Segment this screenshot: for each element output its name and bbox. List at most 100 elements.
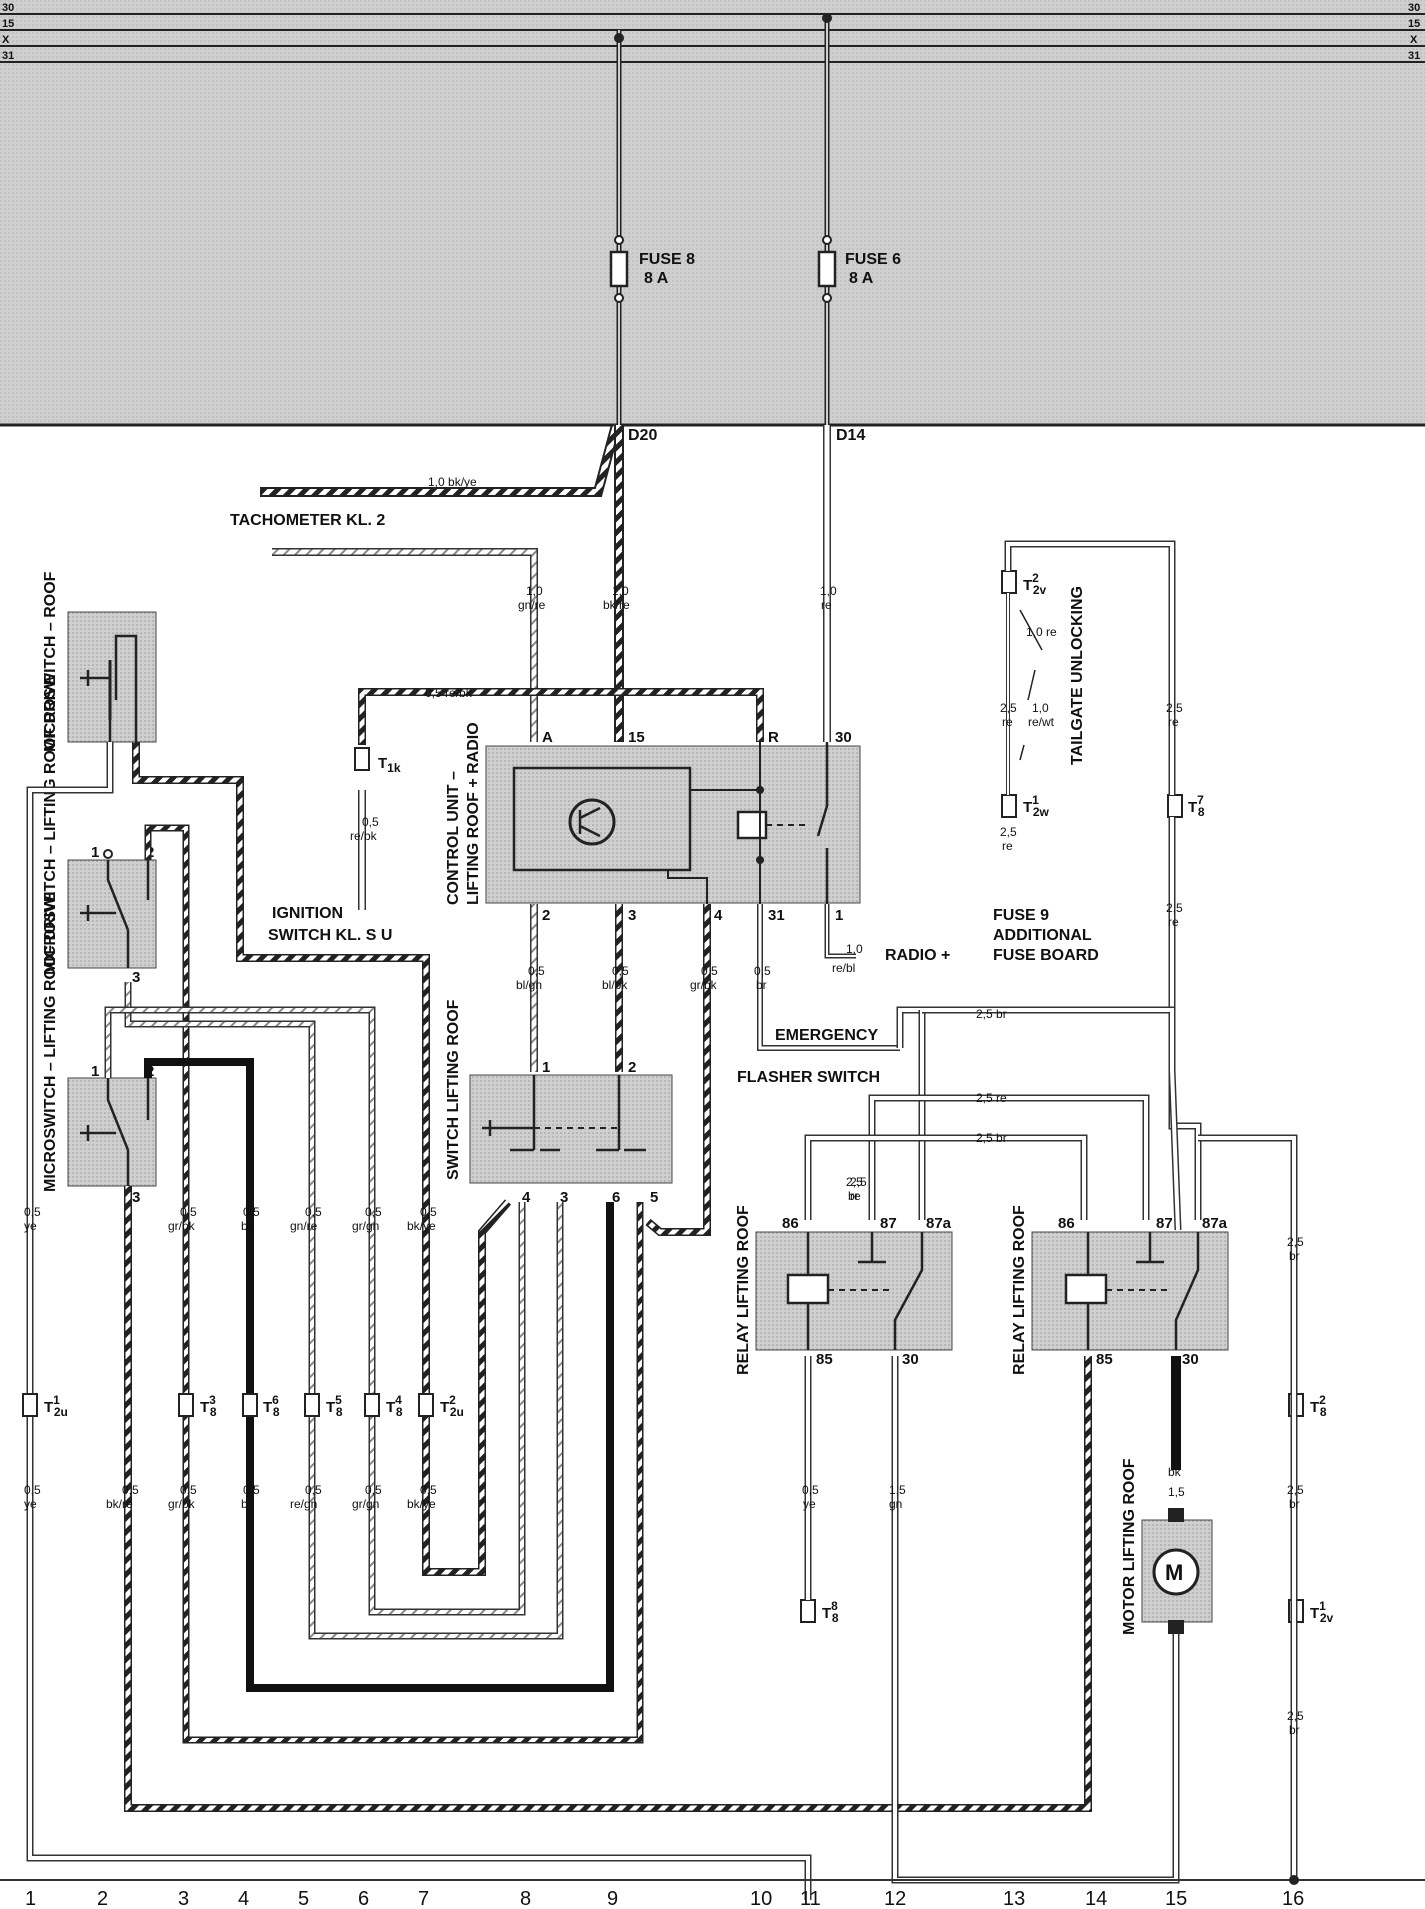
wl-2-5-re-mid: 2,5 re xyxy=(976,1091,1007,1105)
cu-pin-a: A xyxy=(542,729,553,746)
wire-tachometer xyxy=(260,423,621,497)
wl-col15-bk: bk xyxy=(1168,1465,1182,1479)
motor-label: MOTOR LIFTING ROOF xyxy=(1121,1458,1138,1635)
col-num-5: 5 xyxy=(298,1888,309,1909)
bus-label-left-x: X xyxy=(2,34,10,46)
bus-label-left-15: 15 xyxy=(2,18,14,30)
relay1-pin-85: 85 xyxy=(816,1351,833,1368)
control-unit-label-2: LIFTING ROOF + RADIO xyxy=(465,722,482,905)
wl-relay-2-5-br: 2,5 xyxy=(846,1175,863,1189)
cu-pin-4: 4 xyxy=(714,907,723,924)
msd-lower-pin-1: 1 xyxy=(91,1063,99,1080)
conn-t1k: T1k xyxy=(378,755,401,775)
col-num-14: 14 xyxy=(1085,1888,1107,1909)
wl-2-5-br-low: 2,5 br xyxy=(976,1131,1007,1145)
relay2-pin-86: 86 xyxy=(1058,1215,1075,1232)
radio-label: RADIO + xyxy=(885,947,950,964)
relay2-pin-30: 30 xyxy=(1182,1351,1199,1368)
relay1-pin-87a: 87a xyxy=(926,1215,952,1232)
microswitch-roof xyxy=(67,611,157,743)
relay1-pin-87: 87 xyxy=(880,1215,897,1232)
wl-col15-1-5: 1,5 xyxy=(1168,1485,1185,1499)
col-num-15: 15 xyxy=(1165,1888,1187,1909)
microswitch-drive-lower xyxy=(67,1077,157,1187)
col-num-8: 8 xyxy=(520,1888,531,1909)
control-unit-label-1: CONTROL UNIT – xyxy=(445,771,462,905)
fuse-panel-texture xyxy=(0,0,1425,425)
radio-wire-color: re/bl xyxy=(832,961,855,975)
msd-upper-pin-1: 1 xyxy=(91,844,99,861)
tachometer-wire-label: 1,0 bk/ye xyxy=(428,475,477,489)
ignition-label-2: SWITCH KL. S U xyxy=(268,927,392,944)
fuse9-label-3: FUSE BOARD xyxy=(993,947,1099,964)
left-wiring xyxy=(26,742,1092,1900)
fuse9-label-1: FUSE 9 xyxy=(993,907,1049,924)
bus-label-right-31: 31 xyxy=(1408,50,1420,62)
motor-symbol: M xyxy=(1165,1560,1183,1585)
microswitch-drive-label-upper: MICROSWITCH – LIFTING ROOF DRIVE xyxy=(42,674,59,975)
col-num-10: 10 xyxy=(750,1888,772,1909)
bus-label-left-30: 30 xyxy=(2,2,14,14)
bus-label-right-30: 30 xyxy=(1408,2,1420,14)
fuse-6-rating: 8 A xyxy=(849,270,874,287)
bus-label-left-31: 31 xyxy=(2,50,14,62)
wires-cu-to-switch xyxy=(530,904,900,1236)
switch-pin-3: 3 xyxy=(560,1189,568,1206)
fuse9-label-2: ADDITIONAL xyxy=(993,927,1092,944)
radio-wire-gauge: 1,0 xyxy=(846,942,863,956)
col-num-9: 9 xyxy=(607,1888,618,1909)
col-num-4: 4 xyxy=(238,1888,249,1909)
switch-pin-6: 6 xyxy=(612,1189,620,1206)
switch-lifting-roof xyxy=(469,1074,673,1184)
col-num-13: 13 xyxy=(1003,1888,1025,1909)
cu-pin-3: 3 xyxy=(628,907,636,924)
col-num-6: 6 xyxy=(358,1888,369,1909)
fuse-8-rating: 8 A xyxy=(644,270,669,287)
relay2-pin-87a: 87a xyxy=(1202,1215,1228,1232)
relay1-label: RELAY LIFTING ROOF xyxy=(735,1205,752,1375)
col-num-7: 7 xyxy=(418,1888,429,1909)
switch-pin-2: 2 xyxy=(628,1059,636,1076)
cu-pin-1: 1 xyxy=(835,907,843,924)
right-wiring xyxy=(804,540,1298,1884)
microswitch-roof-label: MICROSWITCH – ROOF xyxy=(42,571,59,752)
bus-label-right-x: X xyxy=(1410,34,1418,46)
msd-lower-pin-3: 3 xyxy=(132,1189,140,1206)
wire-gn-re xyxy=(272,548,538,742)
cu-pin-15: 15 xyxy=(628,729,645,746)
wl-2-5-br-top: 2,5 br xyxy=(976,1007,1007,1021)
microswitch-drive-label-lower: MICROSWITCH – LIFTING ROOF DRIVE xyxy=(42,891,59,1192)
ignition-label-1: IGNITION xyxy=(272,905,343,922)
